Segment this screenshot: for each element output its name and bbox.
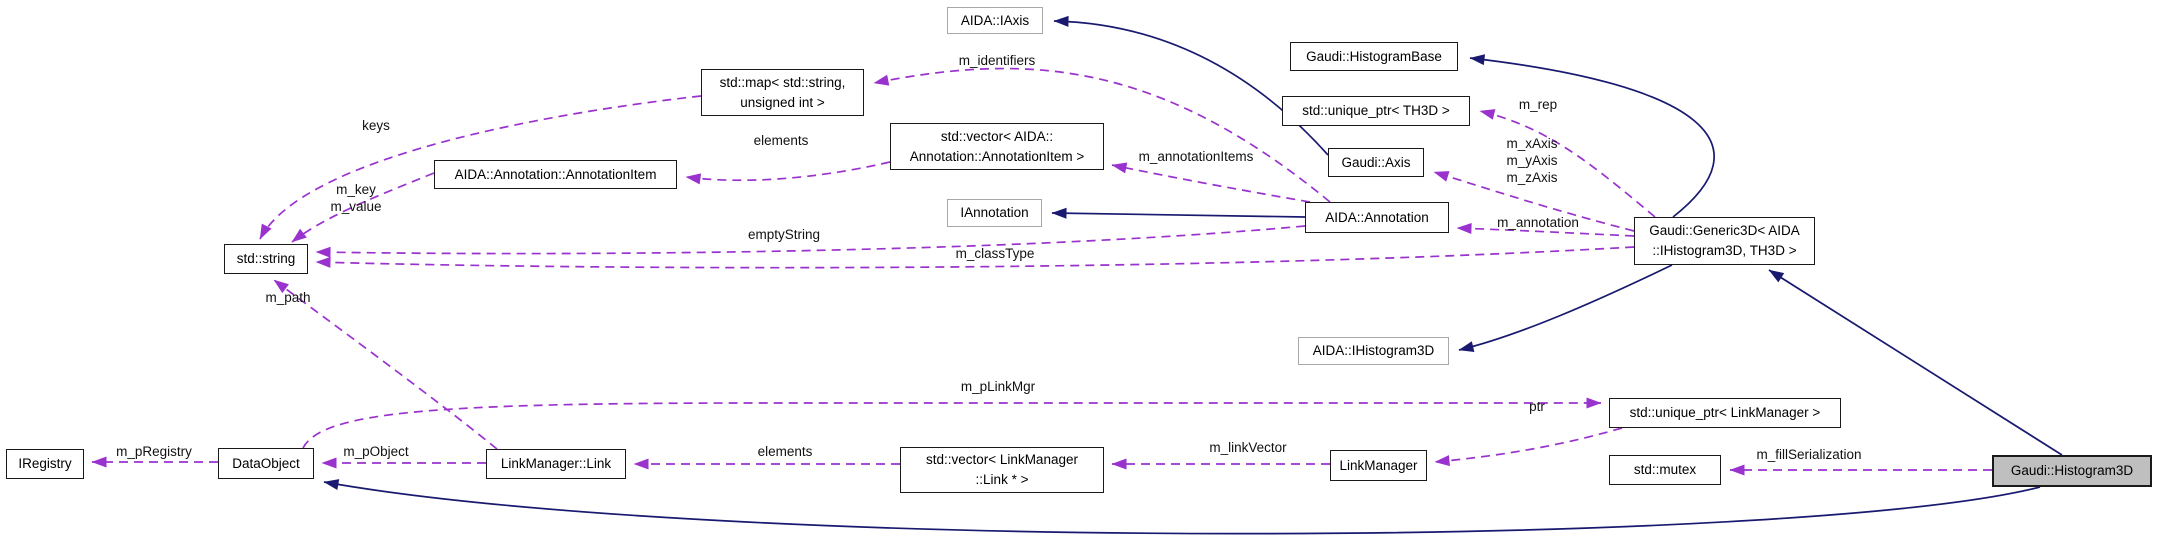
edge-label-m-fillserialization: m_fillSerialization xyxy=(1756,447,1862,462)
node-aida-ihistogram3d[interactable]: AIDA::IHistogram3D xyxy=(1298,337,1449,365)
node-std-map-string-uint[interactable]: std::map< std::string, unsigned int > xyxy=(701,69,864,116)
node-aida-annotation[interactable]: AIDA::Annotation xyxy=(1305,202,1449,233)
node-aida-iaxis[interactable]: AIDA::IAxis xyxy=(947,7,1043,34)
node-std-vector-linkmanager-link[interactable]: std::vector< LinkManager ::Link * > xyxy=(900,447,1104,493)
edge-label-emptystring: emptyString xyxy=(747,227,821,242)
edge-label-m-annotation: m_annotation xyxy=(1497,215,1579,230)
node-std-vector-annotationitem[interactable]: std::vector< AIDA:: Annotation::Annotati… xyxy=(890,123,1104,170)
node-gaudi-histogrambase[interactable]: Gaudi::HistogramBase xyxy=(1290,42,1458,71)
edge-label-ptr: ptr xyxy=(1529,399,1545,414)
edge-generic3d-to-histogrambase xyxy=(1469,54,1715,218)
edge-axis-to-iaxis xyxy=(1053,15,1329,156)
edge-generic3d-to-string-m-classtype xyxy=(315,246,1635,269)
edge-vector-to-annotationitem-elements xyxy=(685,161,891,185)
edge-annotation-to-map-m-identifiers xyxy=(873,67,1331,203)
edge-label-m-pregistry: m_pRegistry xyxy=(116,444,192,459)
edge-dataobject-to-uniqueptr-m-plinkmgr xyxy=(302,397,1602,449)
node-linkmanager[interactable]: LinkManager xyxy=(1330,450,1427,481)
edge-annotation-to-string-emptystring xyxy=(315,225,1306,258)
edge-label-m-path: m_path xyxy=(265,290,311,305)
edge-histogram3d-to-dataobject xyxy=(323,479,2041,535)
edge-annotation-to-vector-m-annotationitems xyxy=(1111,162,1311,203)
edge-histogram3d-to-generic3d xyxy=(1768,269,2063,456)
node-aida-annotation-annotationitem[interactable]: AIDA::Annotation::AnnotationItem xyxy=(434,160,677,189)
node-iregistry[interactable]: IRegistry xyxy=(6,449,84,479)
node-gaudi-generic3d[interactable]: Gaudi::Generic3D< AIDA ::IHistogram3D, T… xyxy=(1634,217,1815,265)
edge-label-m-plinkmgr: m_pLinkMgr xyxy=(960,379,1036,394)
edge-uniqueptr-to-linkmanager-ptr xyxy=(1434,427,1623,467)
edge-label-elements-bottom: elements xyxy=(757,444,813,459)
node-gaudi-axis[interactable]: Gaudi::Axis xyxy=(1328,148,1424,177)
edge-label-m-classtype: m_classType xyxy=(955,246,1035,261)
edge-label-m-pobject: m_pObject xyxy=(343,444,409,459)
edge-label-m-linkvector: m_linkVector xyxy=(1209,440,1287,455)
node-gaudi-histogram3d[interactable]: Gaudi::Histogram3D xyxy=(1992,455,2152,487)
node-std-mutex[interactable]: std::mutex xyxy=(1609,455,1721,485)
edge-label-elements-top: elements xyxy=(753,133,809,148)
edge-generic3d-to-annotation-m-annotation xyxy=(1456,223,1635,237)
edge-label-m-xaxis-yaxis-zaxis: m_xAxis m_yAxis m_zAxis xyxy=(1506,136,1558,185)
edge-label-m-rep: m_rep xyxy=(1518,97,1558,112)
node-std-unique-ptr-th3d[interactable]: std::unique_ptr< TH3D > xyxy=(1282,96,1470,126)
edge-link-to-string-m-path xyxy=(273,279,498,450)
edge-annotationitem-to-string-m-key-m-value xyxy=(291,172,435,243)
node-linkmanager-link[interactable]: LinkManager::Link xyxy=(486,449,626,479)
node-std-string[interactable]: std::string xyxy=(224,244,308,274)
edge-generic3d-to-axis-m-axes xyxy=(1433,171,1635,232)
edge-generic3d-to-th3dptr-m-rep xyxy=(1479,109,1656,218)
edge-label-m-key-m-value: m_key m_value xyxy=(330,182,382,214)
edge-generic3d-to-ihistogram3d xyxy=(1458,264,1673,352)
edge-label-m-identifiers: m_identifiers xyxy=(958,53,1036,68)
node-dataobject[interactable]: DataObject xyxy=(218,448,314,479)
edge-annotation-to-iannotation xyxy=(1051,207,1306,219)
node-std-unique-ptr-linkmanager[interactable]: std::unique_ptr< LinkManager > xyxy=(1609,398,1841,428)
edge-label-keys: keys xyxy=(362,118,390,133)
edge-label-m-annotationitems: m_annotationItems xyxy=(1138,149,1254,164)
node-iannotation[interactable]: IAnnotation xyxy=(947,199,1042,227)
